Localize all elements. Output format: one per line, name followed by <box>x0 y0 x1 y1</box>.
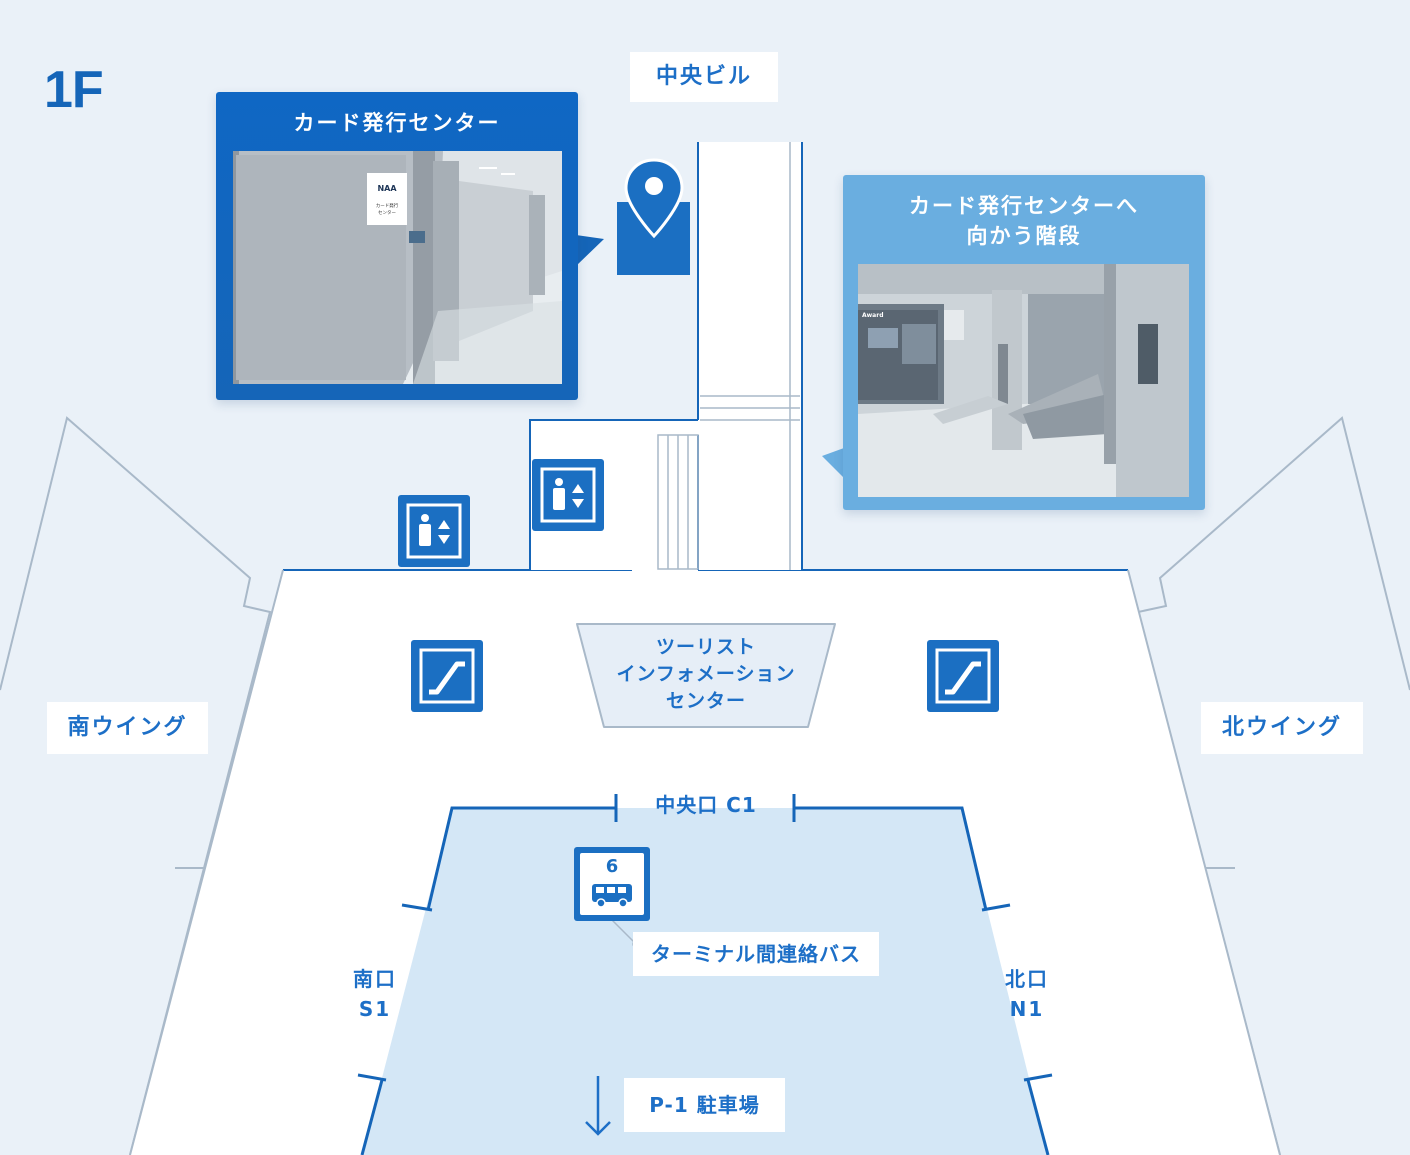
sign-line1-text: カード発行 <box>376 202 399 209</box>
north-wing-label: 北ウイング <box>1201 702 1363 754</box>
tourist-info-line1: ツーリスト <box>655 636 756 658</box>
stairs-photo: Award <box>858 264 1189 497</box>
escalator-icon-south <box>411 640 483 712</box>
escalator-icon-north <box>927 640 999 712</box>
bus-stop-label: ターミナル間連絡バス <box>633 932 879 976</box>
north-gate-name: 北口 <box>1005 967 1049 991</box>
stairs-photo-illustration: Award <box>858 264 1189 497</box>
corridor-photo-illustration: NAA カード発行 センター <box>233 151 562 384</box>
south-gate-code: S1 <box>358 997 392 1021</box>
north-gate-code: N1 <box>1009 997 1045 1021</box>
stairs-title-line2: 向かう階段 <box>966 224 1082 248</box>
plaza <box>362 808 1048 1155</box>
south-wing-outline <box>0 416 272 1155</box>
elevator-icon-central <box>532 459 604 531</box>
tourist-info-line2: インフォメーション <box>616 663 796 685</box>
south-wing-label: 南ウイング <box>47 702 208 754</box>
down-arrow-icon <box>585 1076 611 1136</box>
sign-logo-text: NAA <box>377 184 397 193</box>
stairs-callout: カード発行センターへ 向かう階段 Award <box>843 175 1205 510</box>
card-center-callout: カード発行センター NAA カード発行 センター <box>216 92 578 400</box>
bus-icon <box>592 884 632 908</box>
south-gate-label: 南口 S1 <box>340 964 410 1024</box>
north-gate-label: 北口 N1 <box>992 964 1062 1024</box>
stairs-title-line1: カード発行センターへ <box>909 194 1139 218</box>
elevator-icon <box>406 503 462 559</box>
map-pin-icon <box>617 158 690 275</box>
bus-stop-number: 6 <box>605 856 619 877</box>
central-building-corridor <box>698 142 802 570</box>
central-gate-label: 中央口 C1 <box>655 793 757 817</box>
bus-stop-sign: 6 <box>574 847 650 921</box>
tourist-info-line3: センター <box>665 690 746 712</box>
escalator-icon <box>935 648 991 704</box>
sign-line2-text: センター <box>378 209 396 216</box>
award-board-text: Award <box>862 312 884 319</box>
central-building-label: 中央ビル <box>630 52 778 102</box>
elevator-icon-south <box>398 495 470 567</box>
card-center-photo: NAA カード発行 センター <box>233 151 562 384</box>
floor-label: 1F <box>44 61 104 119</box>
parking-label: P-1 駐車場 <box>624 1078 785 1132</box>
elevator-icon <box>540 467 596 523</box>
tourist-info-counter <box>576 623 836 728</box>
stairs-symbol <box>657 434 699 570</box>
card-center-title: カード発行センター <box>293 111 501 135</box>
tourist-info-label: ツーリスト インフォメーション センター <box>590 634 822 715</box>
escalator-icon <box>419 648 475 704</box>
south-gate-name: 南口 <box>353 967 397 991</box>
